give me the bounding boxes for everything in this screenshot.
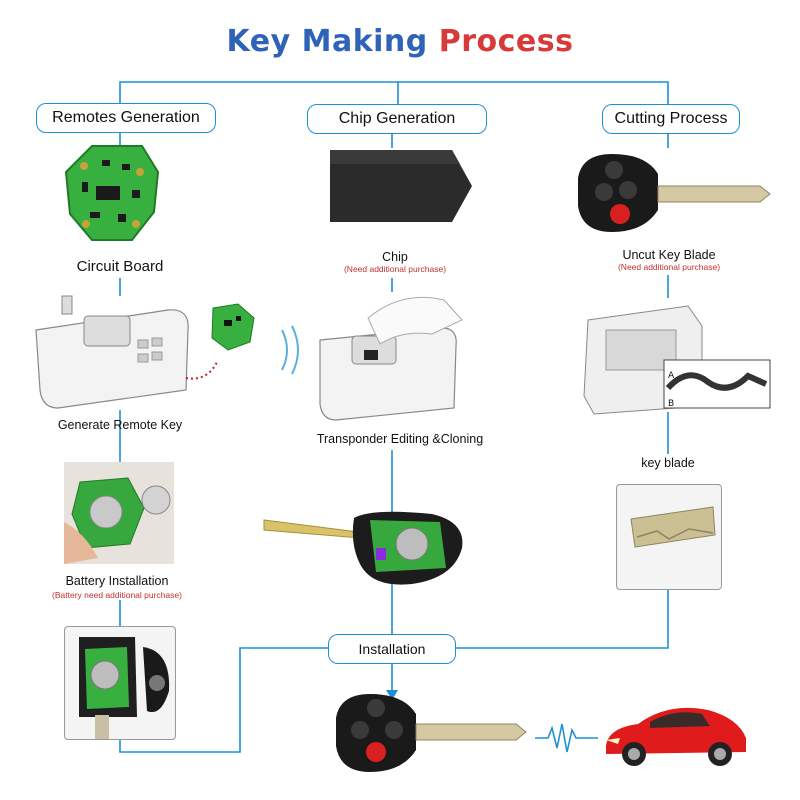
profile-mark-b: B [668, 399, 674, 409]
profile-mark-a: A [668, 371, 675, 381]
remotes-generation-header: Remotes Generation [36, 103, 216, 133]
battery-installation-note: (Battery need additional purchase) [52, 590, 182, 600]
chip-label: Chip [382, 250, 408, 264]
generate-remote-key-label: Generate Remote Key [57, 418, 183, 432]
chip-image [330, 150, 472, 222]
battery-installation-label: Battery Installation [65, 574, 169, 588]
transponder-editing-label: Transponder Editing &Cloning [316, 432, 484, 446]
top-connector [119, 81, 669, 104]
uncut-key-blade-label: Uncut Key Blade [622, 248, 716, 262]
battery-installation-image [64, 462, 174, 564]
title-part-a: Key Making [226, 24, 428, 59]
installation-box: Installation [328, 634, 456, 664]
transponder-cloning-image [281, 296, 463, 421]
chip-note: (Need additional purchase) [343, 264, 447, 274]
key-blade-label: key blade [641, 456, 695, 470]
remotes-to-installation [119, 647, 330, 753]
uncut-key-blade-note: (Need additional purchase) [617, 262, 721, 272]
circuit-board-label: Circuit Board [76, 258, 164, 275]
down-arrow-icon [386, 690, 398, 700]
finished-remote-key-image [336, 694, 527, 772]
cutting-process-header: Cutting Process [602, 104, 740, 134]
page-title: Key Making Process [0, 24, 800, 59]
remote-key-open-image [64, 626, 176, 740]
key-blade-image [616, 484, 722, 590]
chip-installed-key-image [263, 511, 463, 585]
red-car-image [606, 707, 746, 766]
generate-remote-key-image [35, 295, 255, 409]
title-part-b: Process [427, 24, 574, 59]
chip-generation-header: Chip Generation [307, 104, 487, 134]
cutting-to-installation [454, 588, 669, 649]
key-to-car-wave [535, 723, 598, 753]
circuit-board-image [64, 145, 160, 241]
uncut-key-blade-image [578, 154, 771, 232]
key-cutting-machine-image: A B [583, 305, 771, 415]
